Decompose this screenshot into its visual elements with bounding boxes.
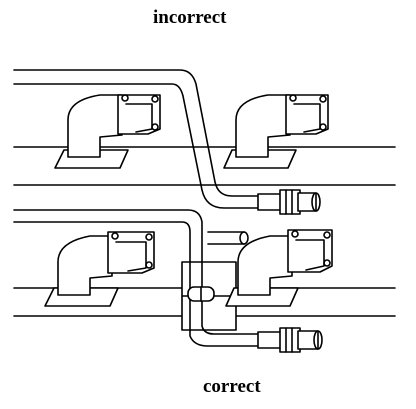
bottom-pipe	[13, 209, 263, 347]
bottom-pipe-clip	[187, 286, 215, 302]
top-fitting	[257, 189, 321, 215]
bottom-fitting	[257, 327, 323, 353]
bottom-elbow-left	[44, 231, 155, 307]
incorrect-panel	[13, 69, 396, 215]
top-elbow-left	[54, 94, 161, 169]
top-pipe	[13, 69, 263, 209]
caption-correct: correct	[203, 376, 261, 397]
correct-panel	[13, 209, 396, 353]
top-elbow-right	[223, 94, 329, 169]
bottom-elbow-right	[225, 229, 333, 307]
caption-incorrect: incorrect	[153, 7, 227, 28]
